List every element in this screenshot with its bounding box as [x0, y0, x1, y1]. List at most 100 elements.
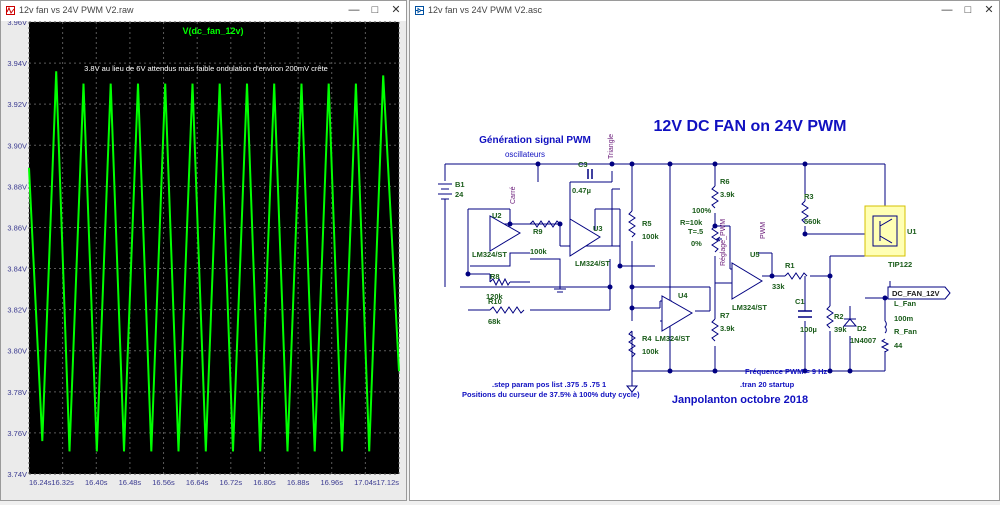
label-u2-val: LM324/ST — [472, 250, 507, 259]
y-tick-label: 3.82V — [7, 306, 27, 315]
waveform-plot[interactable]: 3.96V3.94V3.92V3.90V3.88V3.86V3.84V3.82V… — [1, 18, 406, 500]
waveform-titlebar[interactable]: 12v fan vs 24V PWM V2.raw — □ ✕ — [1, 1, 406, 22]
label-u2-ref: U2 — [492, 211, 502, 220]
waveform-window[interactable]: 12v fan vs 24V PWM V2.raw — □ ✕ 3.96V 3.9… — [0, 0, 407, 501]
label-r-fan-ref: R_Fan — [894, 327, 917, 336]
label-r8-val: 120k — [486, 292, 504, 301]
tran-directive[interactable]: .tran 20 startup — [740, 380, 795, 389]
opamp-u5[interactable] — [731, 262, 763, 300]
resistor-r8 — [489, 277, 511, 287]
label-u1-val: TIP122 — [888, 260, 912, 269]
resistor-r9 — [529, 220, 561, 228]
schematic-main-title: 12V DC FAN on 24V PWM — [654, 118, 847, 135]
label-r4-ref: R4 — [642, 334, 652, 343]
net-label-triangle: Triangle — [608, 134, 615, 159]
x-tick-label: 16.24s — [29, 478, 52, 487]
net-label-dc-fan: DC_FAN_12V — [892, 289, 940, 298]
positions-note: Positions du curseur de 37.5% à 100% dut… — [462, 390, 640, 399]
step-directive[interactable]: .step param pos list .375 .5 .75 1 — [492, 380, 606, 389]
label-r5-val: 100k — [642, 232, 660, 241]
resistor-r5 — [628, 210, 636, 238]
x-tick-label: 16.80s — [253, 478, 276, 487]
x-tick-label: 17.04s — [354, 478, 377, 487]
label-b1-ref: B1 — [455, 180, 465, 189]
resistor-r7 — [711, 318, 719, 342]
minimize-icon[interactable]: — — [941, 4, 953, 16]
waveform-window-icon — [6, 6, 15, 15]
label-r9-ref: R9 — [533, 227, 543, 236]
label-pot-t: T=.5 — [688, 227, 703, 236]
opamp-u3[interactable] — [569, 218, 601, 257]
potentiometer — [711, 225, 722, 253]
author-note: Janpolanton octobre 2018 — [672, 394, 808, 406]
y-tick-label: 3.78V — [7, 388, 27, 397]
trace-label[interactable]: V(dc_fan_12v) — [182, 26, 243, 36]
label-b1-val: 24 — [455, 190, 464, 199]
label-c3-val: 0.47µ — [572, 186, 591, 195]
label-r3-ref: R3 — [804, 192, 814, 201]
trace-v-dc-fan-12v[interactable] — [28, 71, 400, 452]
label-l-fan-val: 100m — [894, 314, 914, 323]
transistor-u1-tip122[interactable] — [864, 205, 906, 257]
label-r9-val: 100k — [530, 247, 548, 256]
net-tag-dc-fan[interactable] — [887, 286, 951, 300]
x-tick-label: 16.64s — [186, 478, 209, 487]
capacitor-c3 — [587, 169, 593, 179]
component-labels: B1 24 U2 LM324/ST U3 LM324/ST C3 0.47µ R… — [455, 160, 917, 356]
net-label-pwm: PWM — [760, 222, 767, 239]
y-tick-label: 3.80V — [7, 347, 27, 356]
label-u4-ref: U4 — [678, 291, 688, 300]
x-tick-label: 16.40s — [85, 478, 108, 487]
maximize-icon[interactable]: □ — [371, 4, 379, 16]
label-u1-ref: U1 — [907, 227, 917, 236]
plot-grid — [28, 21, 400, 475]
resistor-r10 — [489, 306, 525, 314]
label-r-fan-val: 44 — [894, 341, 903, 350]
label-u5-ref: U5 — [750, 250, 760, 259]
resistor-r4 — [628, 330, 636, 358]
x-tick-label: 16.88s — [287, 478, 310, 487]
label-u3-ref: U3 — [593, 224, 603, 233]
capacitor-c1 — [798, 310, 812, 318]
y-tick-label: 3.92V — [7, 100, 27, 109]
label-l-fan-ref: L_Fan — [894, 299, 917, 308]
wire-junctions — [465, 161, 888, 374]
inductor-l-fan — [884, 320, 887, 334]
label-pot-min: 0% — [691, 239, 702, 248]
close-icon[interactable]: ✕ — [391, 4, 401, 16]
ground-icon — [625, 385, 639, 393]
y-tick-label: 3.90V — [7, 141, 27, 150]
minimize-icon[interactable]: — — [348, 4, 360, 16]
schematic-canvas[interactable]: 12V DC FAN on 24V PWM Génération signal … — [410, 21, 999, 500]
label-r2-ref: R2 — [834, 312, 844, 321]
y-tick-label: 3.74V — [7, 470, 27, 479]
net-label-carre: Carré — [510, 186, 517, 204]
opamp-u2[interactable] — [489, 215, 521, 252]
schematic-drawing[interactable]: 12V DC FAN on 24V PWM Génération signal … — [410, 21, 999, 500]
x-tick-label: 16.96s — [320, 478, 343, 487]
schematic-window-title: 12v fan vs 24V PWM V2.asc — [428, 5, 543, 15]
x-tick-label: 16.32s — [51, 478, 74, 487]
x-tick-label: 16.48s — [119, 478, 142, 487]
label-pot-r: R=10k — [680, 218, 703, 227]
resistor-r1 — [784, 272, 808, 280]
close-icon[interactable]: ✕ — [984, 4, 994, 16]
net-label-reglage-pwm: Réglage_PWM — [720, 219, 727, 266]
schematic-window[interactable]: 12v fan vs 24V PWM V2.asc — □ ✕ — [409, 0, 1000, 501]
y-tick-label: 3.76V — [7, 429, 27, 438]
resistor-r2 — [826, 305, 834, 329]
opamp-u4[interactable] — [661, 295, 693, 332]
label-r6-ref: R6 — [720, 177, 730, 186]
y-tick-label: 3.96V — [7, 21, 27, 27]
resistor-r3 — [801, 200, 809, 224]
maximize-icon[interactable]: □ — [964, 4, 972, 16]
label-pot-pct: 100% — [692, 206, 712, 215]
schematic-titlebar[interactable]: 12v fan vs 24V PWM V2.asc — □ ✕ — [410, 1, 999, 22]
frequency-note: Fréquence PWM = 9 Hz — [745, 367, 828, 376]
label-c1-val: 100µ — [800, 325, 817, 334]
label-r2-val: 39k — [834, 325, 847, 334]
resistors — [489, 185, 890, 358]
label-r1-ref: R1 — [785, 261, 795, 270]
plot-annotation: 3.8V au lieu de 6V attendus mais faible … — [84, 64, 328, 73]
